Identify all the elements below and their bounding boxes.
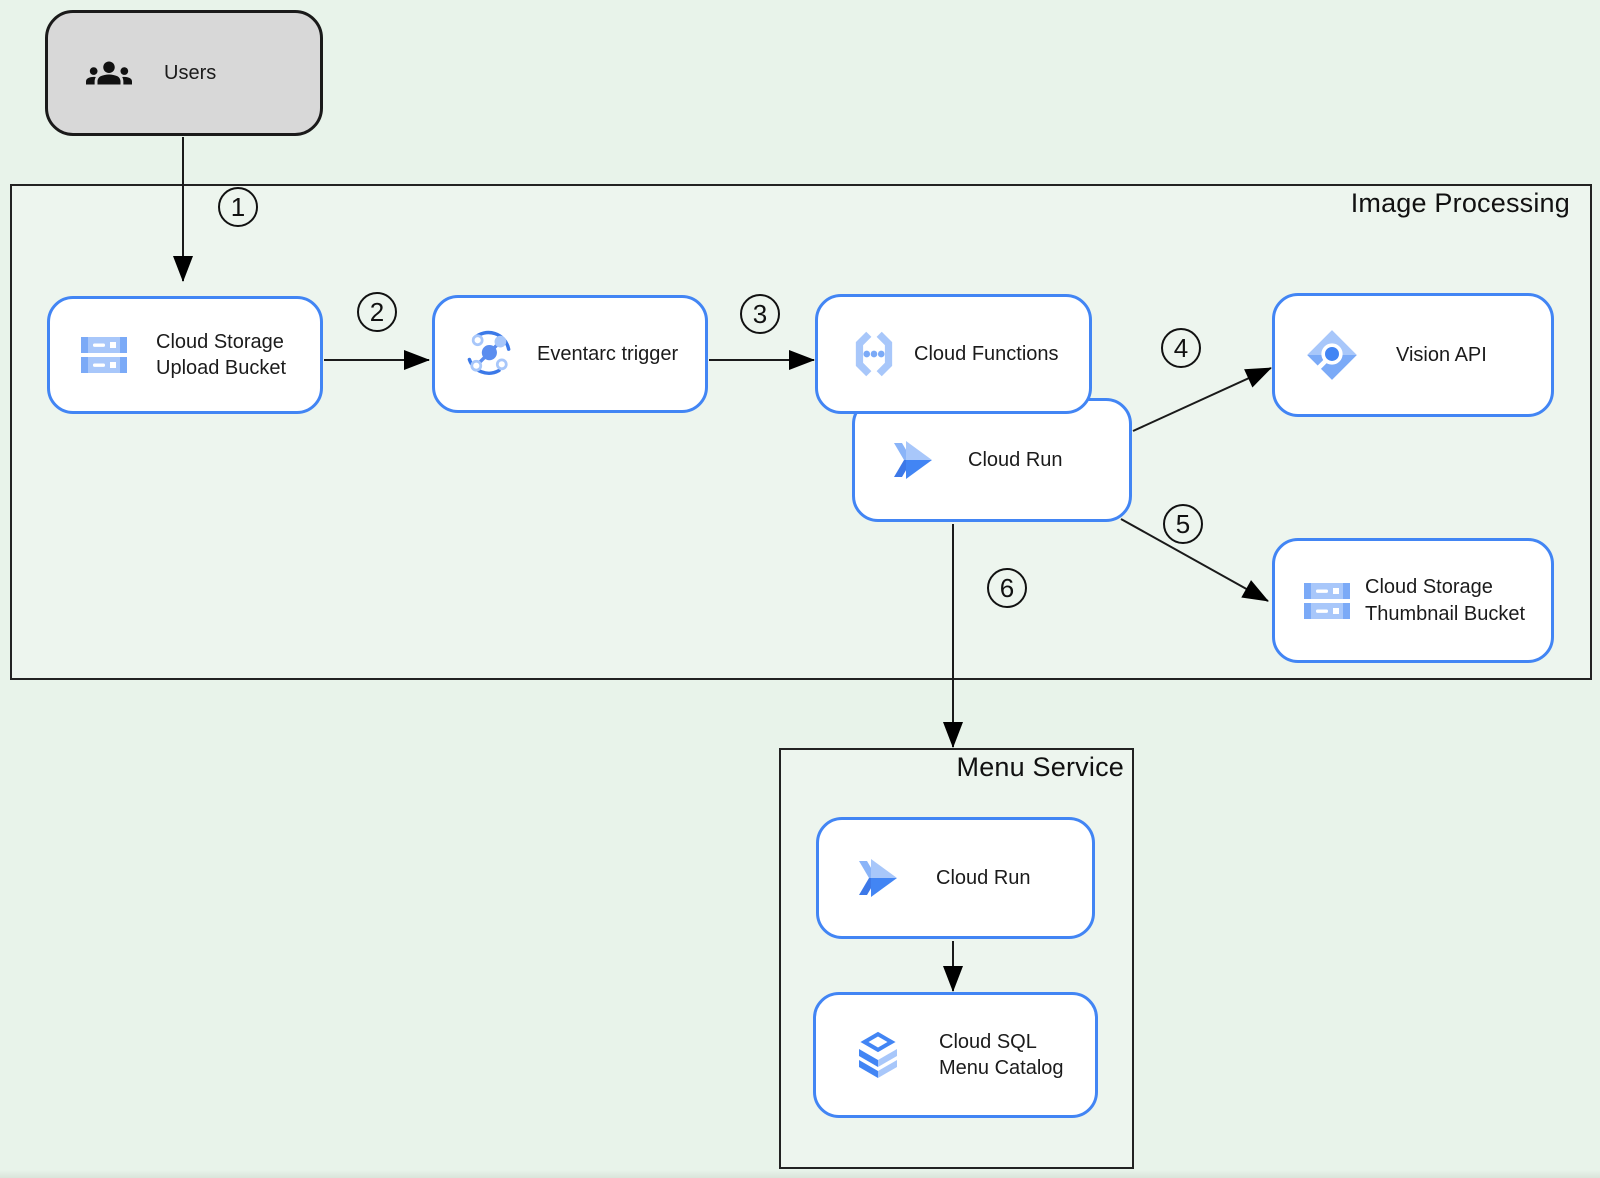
- node-cloud-run-menu-service[interactable]: Cloud Run: [816, 817, 1095, 939]
- step-marker-1: 1: [218, 187, 258, 227]
- node-cloud-run-image-processing-label: Cloud Run: [968, 448, 1063, 471]
- cloud-storage-icon: [1303, 581, 1351, 621]
- cloud-functions-icon: [846, 326, 902, 382]
- group-menu-service-label: Menu Service: [956, 752, 1124, 782]
- step-marker-3: 3: [740, 294, 780, 334]
- node-cloud-storage-thumbnail-bucket[interactable]: Cloud Storage Thumbnail Bucket: [1272, 538, 1554, 663]
- node-users-label: Users: [164, 61, 217, 84]
- cloud-storage-icon: [80, 335, 128, 375]
- node-cloud-storage-thumbnail-bucket-label: Cloud Storage Thumbnail Bucket: [1365, 576, 1526, 625]
- group-image-processing-label: Image Processing: [1350, 188, 1570, 218]
- node-cloud-functions-label: Cloud Functions: [914, 342, 1059, 365]
- users-group-icon: [86, 50, 132, 96]
- eventarc-icon: [457, 323, 519, 385]
- step-marker-5: 5: [1163, 504, 1203, 544]
- cloud-run-icon: [888, 439, 934, 481]
- node-vision-api-label: Vision API: [1396, 343, 1487, 366]
- node-cloud-run-menu-service-label: Cloud Run: [936, 866, 1031, 889]
- node-users[interactable]: Users: [45, 10, 323, 136]
- node-cloud-functions[interactable]: Cloud Functions: [815, 294, 1092, 414]
- node-eventarc-trigger[interactable]: Eventarc trigger: [432, 295, 708, 413]
- cloud-run-icon: [853, 857, 899, 899]
- node-cloud-run-image-processing[interactable]: Cloud Run: [852, 398, 1132, 522]
- node-cloud-sql-menu-catalog-label: Cloud SQL Menu Catalog: [939, 1030, 1064, 1079]
- step-marker-2: 2: [357, 292, 397, 332]
- node-cloud-sql-menu-catalog[interactable]: Cloud SQL Menu Catalog: [813, 992, 1098, 1118]
- node-vision-api[interactable]: Vision API: [1272, 293, 1554, 417]
- node-eventarc-trigger-label: Eventarc trigger: [537, 342, 679, 365]
- node-cloud-storage-upload-bucket[interactable]: Cloud Storage Upload Bucket: [47, 296, 323, 414]
- canvas-bottom-edge: [0, 1170, 1600, 1178]
- step-marker-6: 6: [987, 568, 1027, 608]
- arrow-cloud-run-to-thumbnail-bucket: [1120, 518, 1269, 602]
- vision-api-icon: [1303, 326, 1361, 384]
- cloud-sql-icon: [855, 1029, 901, 1081]
- node-cloud-storage-upload-bucket-label: Cloud Storage Upload Bucket: [156, 330, 287, 379]
- step-marker-4: 4: [1161, 328, 1201, 368]
- arrow-cloud-run-to-vision-api: [1132, 367, 1272, 432]
